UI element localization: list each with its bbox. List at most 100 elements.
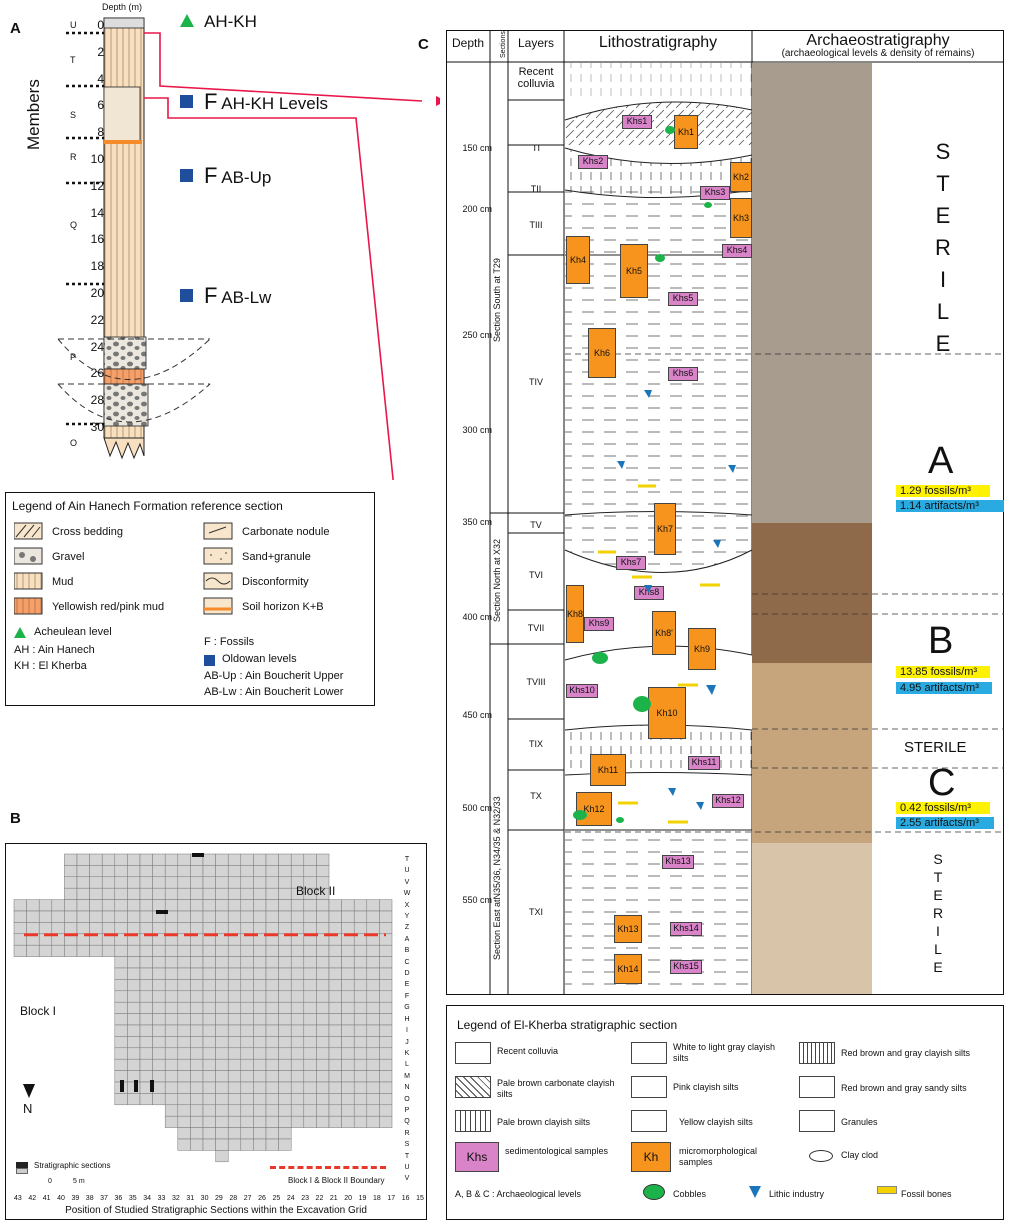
grid-column-number: 43 — [14, 1195, 22, 1202]
legend-c-item: Clay clod — [841, 1150, 879, 1160]
level-b: B — [928, 620, 954, 662]
legend-a-title: Legend of Ain Hanech Formation reference… — [12, 499, 283, 513]
legend-ah: AH : Ain Hanech — [14, 644, 95, 656]
legend-c-item: Recent colluvia — [497, 1046, 559, 1056]
panel-c-lines — [446, 30, 1004, 995]
member-q: Q — [70, 220, 78, 230]
legend-fossils: F : Fossils — [204, 636, 255, 648]
excavation-grid — [13, 853, 393, 1163]
header-layers: Layers — [517, 36, 555, 50]
acheulean-triangle-icon — [180, 14, 194, 27]
grid-row-letter: Y — [404, 913, 410, 921]
khs-sample: Khs3 — [700, 186, 730, 200]
sterile-mid: STERILE — [904, 739, 967, 756]
grid-row-letter: R — [404, 1129, 410, 1137]
legend-levels-note: A, B & C : Archaeological levels — [455, 1189, 582, 1199]
panel-b-letter: B — [10, 810, 21, 827]
marker-ab-lw: F AB-Lw — [204, 283, 272, 308]
level-c-artifacts: 2.55 artifacts/m³ — [896, 817, 994, 829]
legend-c-item: Red brown and gray sandy silts — [841, 1083, 967, 1093]
legend-c-item: Granules — [841, 1117, 878, 1127]
grid-row-letter: P — [404, 1106, 410, 1114]
panel-b-grid-box: Block II Block I N 0 5 m Stratigraphic s… — [5, 843, 427, 1220]
legend-abup: AB-Up : Ain Boucherit Upper — [204, 670, 344, 682]
khs-sample: Khs9 — [584, 617, 614, 631]
panel-c-section — [446, 30, 1004, 995]
oldowan-square-icon — [180, 289, 193, 302]
level-a-artifacts: 1.14 artifacts/m³ — [896, 500, 1004, 512]
grid-column-number: 41 — [42, 1195, 51, 1202]
kh-sample: Kh5 — [620, 244, 648, 298]
legend-c-title: Legend of El-Kherba stratigraphic sectio… — [457, 1018, 678, 1032]
grid-column-number: 18 — [372, 1195, 381, 1202]
kh-sample: Kh8 — [566, 585, 584, 643]
grid-row-letter: X — [404, 901, 410, 909]
grid-row-letter: S — [404, 1141, 410, 1149]
recent-colluvia: Recent colluvia — [517, 66, 555, 90]
legend-lithic: Lithic industry — [769, 1189, 825, 1199]
grid-column-number: 19 — [358, 1195, 367, 1202]
member-s: S — [70, 110, 77, 120]
level-b-artifacts: 4.95 artifacts/m³ — [896, 682, 992, 694]
scale-zero: 0 — [48, 1178, 52, 1185]
grid-row-letter: B — [404, 947, 410, 955]
grid-row-letter: D — [404, 970, 410, 978]
grid-column-number: 28 — [229, 1195, 238, 1202]
swatch-red-brown — [799, 1042, 835, 1064]
swatch-granules — [799, 1110, 835, 1132]
clay-clod-icon — [809, 1150, 833, 1162]
layer-label: TXI — [528, 907, 543, 917]
grid-row-letter: V — [404, 878, 410, 886]
layer-label: TIV — [528, 377, 543, 387]
stratigraphic-section-mark — [150, 1080, 154, 1092]
legend-sections: Stratigraphic sections — [34, 1161, 111, 1170]
section-legend-swatch — [16, 1162, 28, 1168]
legend-ablw: AB-Lw : Ain Boucherit Lower — [204, 686, 344, 698]
grid-column-number: 27 — [243, 1195, 252, 1202]
kh-sample: Kh4 — [566, 236, 590, 284]
swatch-recent — [455, 1042, 491, 1064]
swatch-pink — [631, 1076, 667, 1098]
member-p: P — [70, 352, 77, 362]
header-archaeo: Archaeostratigraphy — [806, 32, 950, 49]
legend-a-item: Soil horizon K+B — [242, 601, 324, 613]
grid-row-letter: T — [404, 1152, 410, 1160]
grid-row-letter: N — [404, 1084, 410, 1092]
member-r: R — [70, 152, 77, 162]
panel-c-letter: C — [418, 36, 429, 53]
panel-a-letter: A — [10, 20, 21, 37]
swatch-sandy — [799, 1076, 835, 1098]
legend-a-swatches — [14, 522, 233, 615]
layer-label: TII — [530, 184, 542, 194]
grid-row-letter: U — [404, 1163, 410, 1171]
grid-column-number: 42 — [28, 1195, 37, 1202]
section-symbols — [573, 126, 736, 824]
legend-a-item: Carbonate nodule — [242, 526, 330, 538]
khs-sample: Khs5 — [668, 292, 698, 306]
grid-column-number: 21 — [329, 1195, 338, 1202]
legend-cobbles: Cobbles — [673, 1189, 707, 1199]
swatch-pale-brown — [455, 1110, 491, 1132]
legend-kh: KH : El Kherba — [14, 660, 87, 672]
level-a-fossils: 1.29 fossils/m³ — [896, 485, 990, 497]
layer-label: TVII — [527, 623, 545, 633]
header-archaeo-sub: (archaeological levels & density of rema… — [781, 48, 975, 59]
grid-column-number: 24 — [286, 1195, 295, 1202]
kh-sample: Kh8' — [652, 611, 676, 655]
legend-c-item: Pink clayish silts — [673, 1082, 739, 1092]
swatch-carbonate — [455, 1076, 491, 1098]
khs-sample: Khs4 — [722, 244, 752, 258]
legend-a-item: Disconformity — [242, 576, 309, 588]
member-o: O — [70, 438, 78, 448]
legend-a-item: Sand+granule — [242, 551, 311, 563]
kh-sample: Kh9 — [688, 628, 716, 670]
kh-sample: Kh1 — [674, 115, 698, 149]
stratigraphic-section-mark — [120, 1080, 124, 1092]
khs-sample: Khs10 — [566, 684, 598, 698]
block-1-label: Block I — [20, 1004, 57, 1018]
north-label: N — [23, 1101, 33, 1116]
layer-label: TI — [532, 143, 540, 153]
section-south: Section South at T29 — [492, 258, 502, 342]
section-east: Section East atN35/36, N34/35 & N32/33 — [492, 796, 502, 960]
